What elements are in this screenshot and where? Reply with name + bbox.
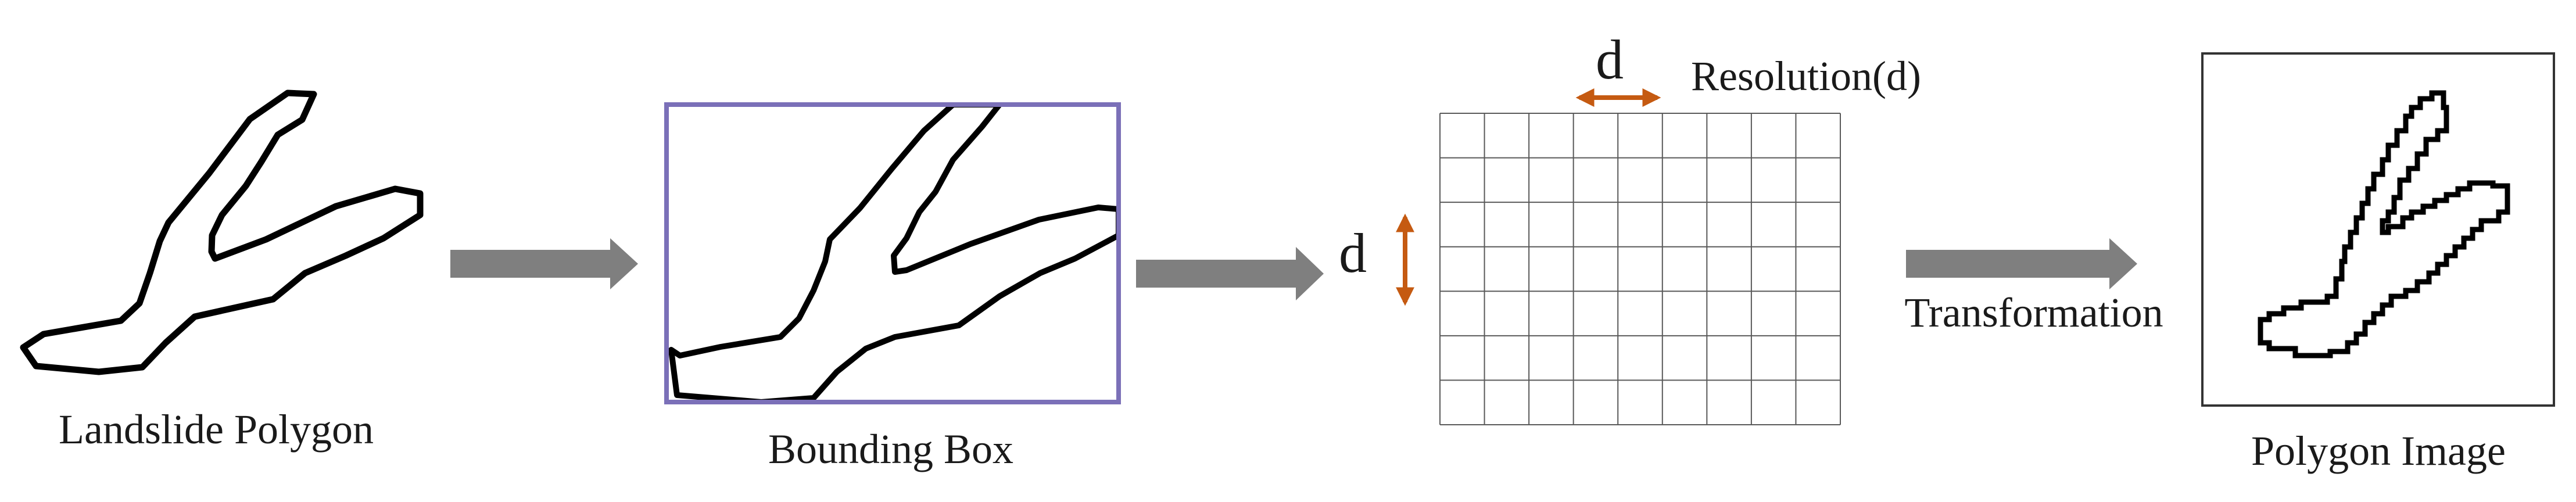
polygon-image-frame — [2201, 52, 2555, 407]
landslide-polygon-shape — [20, 89, 424, 375]
d-horizontal-label: d — [1596, 28, 1624, 91]
transformation-label: Transformation — [1904, 289, 2163, 336]
flow-arrow-1 — [450, 238, 638, 289]
d-vertical-label: d — [1339, 222, 1367, 284]
flow-arrow-3 — [1906, 238, 2137, 289]
bounding-box-label: Bounding Box — [768, 426, 1013, 472]
resolution-grid — [1439, 113, 1841, 425]
landslide-polygon-label: Landslide Polygon — [59, 406, 374, 453]
bounding-box-polygon-shape — [668, 105, 1119, 402]
rasterized-polygon-shape — [2258, 90, 2510, 358]
polygon-image-label: Polygon Image — [2251, 428, 2506, 474]
bounding-box-rect — [664, 102, 1121, 404]
flow-arrow-2 — [1136, 247, 1324, 300]
resolution-label: Resolution(d) — [1691, 53, 1921, 99]
